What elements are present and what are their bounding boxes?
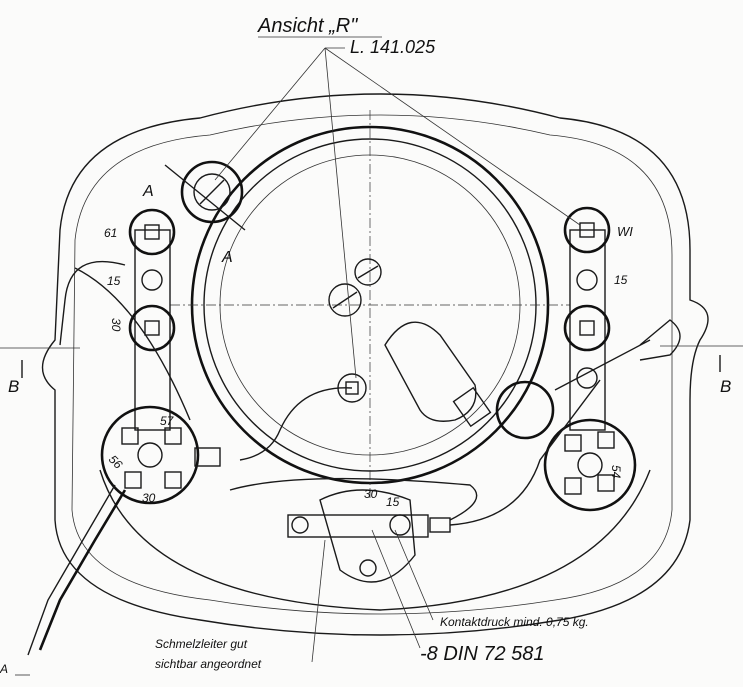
- terminal-57: 57: [160, 414, 175, 428]
- view-title: Ansicht „R": [257, 15, 358, 37]
- terminal-15-left: 15: [107, 274, 121, 288]
- note-fuse-line1: Schmelzleiter gut: [155, 637, 248, 651]
- note-contact-pressure: Kontaktdruck mind. 0,75 kg.: [440, 615, 589, 629]
- leader-lines: [214, 36, 581, 663]
- fuse-terminal-30: 30: [364, 487, 378, 501]
- cable-inner: [27, 484, 116, 656]
- left-terminal-strip: [59, 208, 221, 505]
- section-a-top: A: [142, 183, 154, 200]
- terminal-30-connector: 30: [142, 491, 156, 505]
- cable: [38, 489, 127, 651]
- terminal-54: 54: [609, 465, 623, 479]
- terminal-15-right: 15: [614, 273, 628, 287]
- central-disc: [170, 110, 570, 500]
- housing-outline: [41, 93, 709, 636]
- terminal-56: 56: [106, 452, 126, 472]
- fuse-terminal-15: 15: [386, 495, 400, 509]
- fuse-block: [229, 379, 601, 583]
- section-a-bottom: A: [221, 249, 233, 266]
- note-din: -8 DIN 72 581: [420, 643, 545, 665]
- section-lines: [0, 345, 743, 676]
- section-b-left: B: [8, 377, 19, 396]
- terminal-61: 61: [104, 226, 117, 240]
- corner-label: A: [0, 662, 8, 676]
- part-ref: L. 141.025: [350, 37, 436, 57]
- note-fuse-line2: sichtbar angeordnet: [155, 657, 262, 671]
- section-b-right: B: [720, 377, 731, 396]
- mount-a: [164, 160, 246, 231]
- right-terminal-strip: [543, 206, 681, 512]
- terminal-wi: WI: [617, 224, 633, 239]
- terminal-30-left: 30: [109, 318, 123, 332]
